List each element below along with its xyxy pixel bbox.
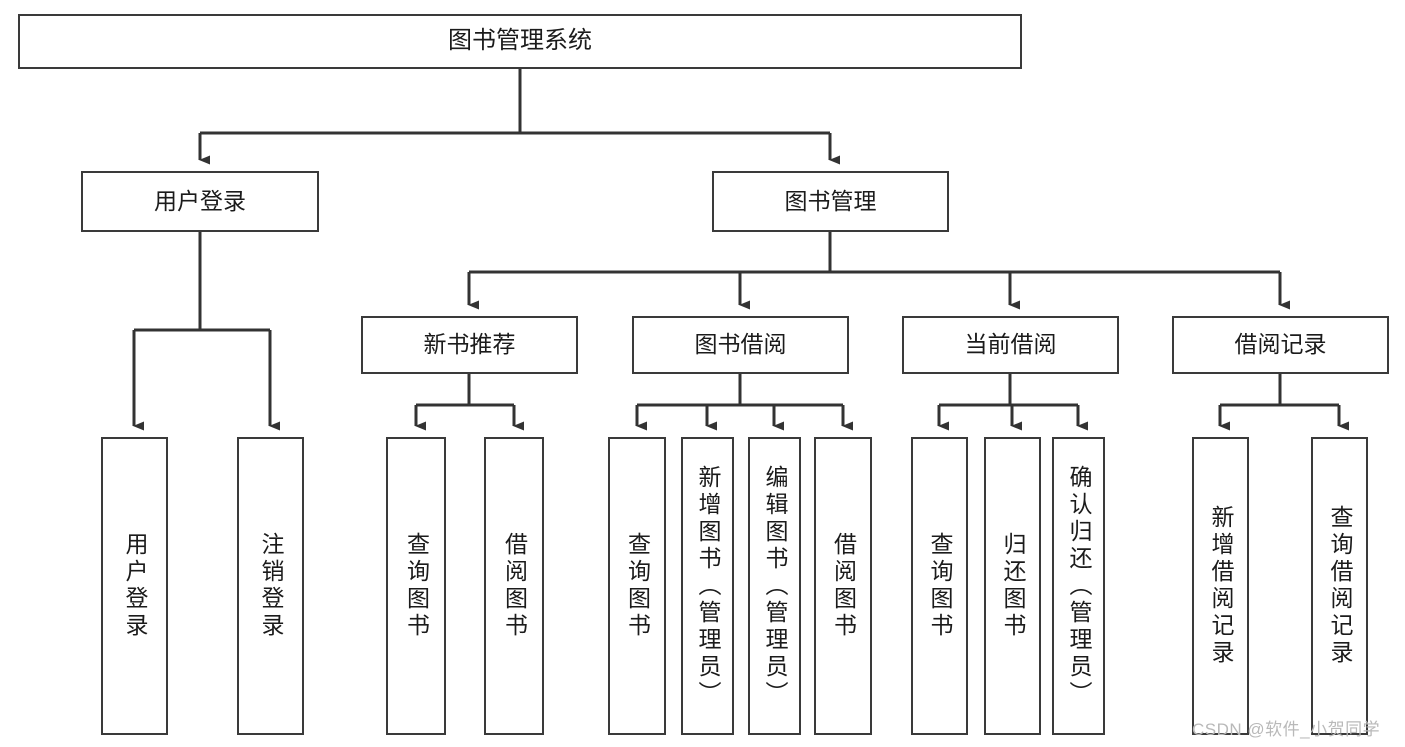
node-leaf-user-logout-label: 注销登录	[258, 532, 284, 640]
node-new-book-recommend[interactable]: 新书推荐	[361, 316, 578, 374]
node-leaf-query-book-current[interactable]: 查询图书	[911, 437, 968, 735]
node-leaf-return-book[interactable]: 归还图书	[984, 437, 1041, 735]
node-leaf-query-borrow-record[interactable]: 查询借阅记录	[1311, 437, 1368, 735]
node-current-borrow-label: 当前借阅	[964, 331, 1057, 358]
node-leaf-user-login-label: 用户登录	[122, 532, 148, 640]
node-leaf-borrow-book-borrow[interactable]: 借阅图书	[814, 437, 872, 735]
node-book-manage-label: 图书管理	[784, 187, 877, 214]
node-leaf-query-borrow-record-label: 查询借阅记录	[1327, 505, 1353, 667]
node-current-borrow[interactable]: 当前借阅	[902, 316, 1119, 374]
node-leaf-confirm-return-admin-label: 确认归还（管理员）	[1066, 464, 1092, 708]
node-leaf-query-book-rec[interactable]: 查询图书	[386, 437, 446, 735]
node-book-manage[interactable]: 图书管理	[712, 171, 949, 232]
node-leaf-user-logout[interactable]: 注销登录	[237, 437, 304, 735]
node-leaf-add-borrow-record-label: 新增借阅记录	[1208, 505, 1234, 667]
node-leaf-borrow-book-borrow-label: 借阅图书	[830, 532, 857, 640]
node-leaf-edit-book-admin-label: 编辑图书（管理员）	[762, 464, 788, 708]
node-leaf-add-book-admin-label: 新增图书（管理员）	[695, 464, 721, 708]
node-book-borrow-label: 图书借阅	[694, 331, 787, 358]
node-book-borrow[interactable]: 图书借阅	[632, 316, 849, 374]
node-leaf-query-book-rec-label: 查询图书	[403, 532, 430, 640]
csdn-watermark: CSDN @软件_小贺同学	[1192, 715, 1380, 740]
node-borrow-record-label: 借阅记录	[1234, 331, 1327, 358]
csdn-watermark-text: CSDN @软件_小贺同学	[1192, 720, 1381, 739]
node-user-login[interactable]: 用户登录	[81, 171, 319, 232]
node-root[interactable]: 图书管理系统	[18, 14, 1022, 69]
node-root-label: 图书管理系统	[448, 27, 592, 55]
node-new-book-recommend-label: 新书推荐	[423, 331, 516, 358]
node-leaf-return-book-label: 归还图书	[1000, 532, 1026, 640]
node-leaf-user-login[interactable]: 用户登录	[101, 437, 168, 735]
node-leaf-edit-book-admin[interactable]: 编辑图书（管理员）	[748, 437, 801, 735]
node-leaf-borrow-book-rec-label: 借阅图书	[501, 532, 528, 640]
node-borrow-record[interactable]: 借阅记录	[1172, 316, 1389, 374]
node-leaf-query-book-current-label: 查询图书	[927, 532, 953, 640]
node-leaf-borrow-book-rec[interactable]: 借阅图书	[484, 437, 544, 735]
node-leaf-confirm-return-admin[interactable]: 确认归还（管理员）	[1052, 437, 1105, 735]
node-leaf-add-borrow-record[interactable]: 新增借阅记录	[1192, 437, 1249, 735]
node-leaf-add-book-admin[interactable]: 新增图书（管理员）	[681, 437, 734, 735]
node-user-login-label: 用户登录	[154, 187, 246, 214]
node-leaf-query-book-borrow-label: 查询图书	[624, 532, 651, 640]
node-leaf-query-book-borrow[interactable]: 查询图书	[608, 437, 666, 735]
